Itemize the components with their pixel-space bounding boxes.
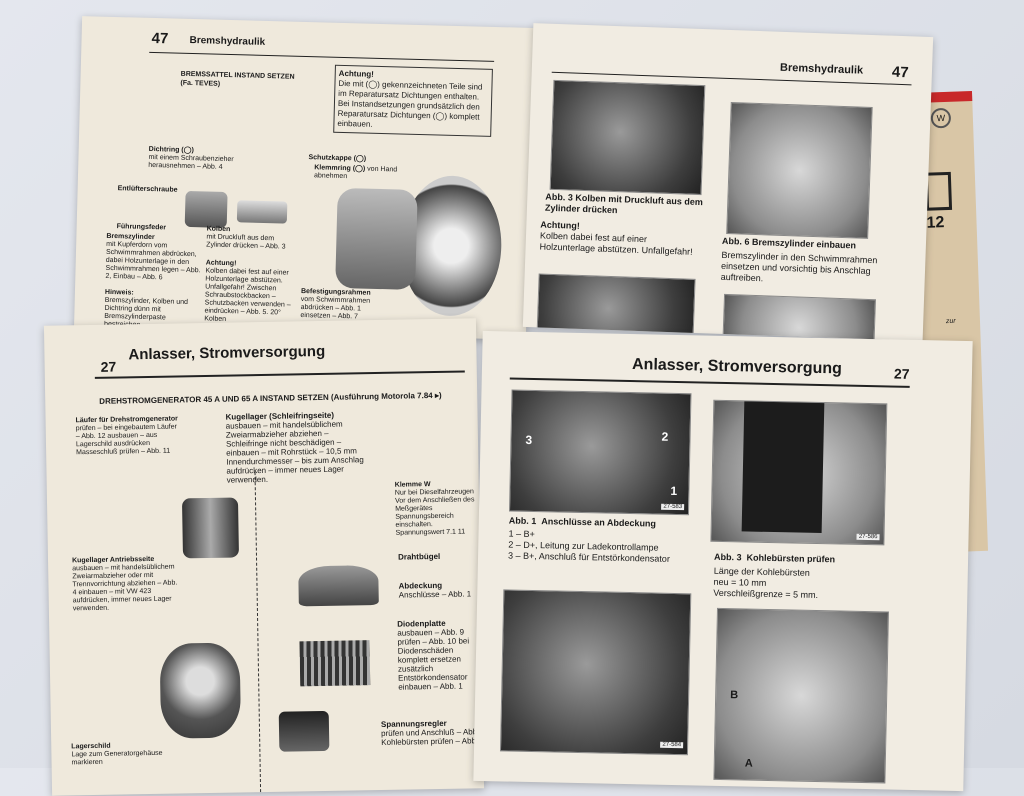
- callout-2: 2: [661, 429, 669, 444]
- warning-box: Achtung! Die mit (◯) gekennzeichneten Te…: [333, 64, 493, 137]
- figure-photo-bottom-left: [536, 273, 696, 341]
- section-title: Anlasser, Stromversorgung: [631, 356, 843, 378]
- callout-b: B: [730, 689, 739, 702]
- header-rule: [94, 370, 465, 379]
- label-schutzkappe: Schutzkappe (◯): [308, 154, 367, 163]
- cylinder-illustration: [184, 190, 228, 228]
- figure-caption-abb3: Abb. 3 Kohlebürsten prüfen: [713, 551, 836, 565]
- side-book-text: zur: [945, 317, 956, 326]
- spec-item-3: Verschleißgrenze = 5 mm.: [713, 587, 819, 600]
- label-entlufterschraube: Entlüfterschraube: [117, 185, 178, 194]
- diode-plate-illustration: [298, 565, 379, 607]
- page-number: 47: [151, 29, 169, 48]
- top-right-page: Bremshydraulik 47 Abb. 3 Kolben mit Druc…: [522, 23, 934, 341]
- center-axis-line: [254, 472, 262, 793]
- legend-item-1: 1 – B+: [508, 528, 535, 540]
- section-title: Bremshydraulik: [189, 34, 266, 48]
- figure-caption-abb1: Abb. 1 Anschlüsse an Abdeckung: [508, 515, 657, 529]
- label-fuhrungsfeder: Führungsfeder: [116, 223, 167, 232]
- rotor-illustration: [181, 497, 240, 559]
- figure-photo-abb3: 27-586: [710, 399, 888, 546]
- header-rule: [149, 51, 495, 62]
- callout-3: 3: [525, 432, 533, 447]
- subheading: (Fa. TEVES): [180, 79, 221, 88]
- figure-photo-lower-right: B A: [713, 607, 889, 784]
- label-drahtbugel: Drahtbügel: [397, 551, 441, 562]
- legend-item-3: 3 – B+, Anschluß für Entstörkondensator: [507, 550, 670, 564]
- label-dichtring: Dichtring (◯)mit einem Schraubenzieher h…: [148, 145, 234, 171]
- side-book-number: 12: [926, 214, 945, 232]
- figure-photo-bottom-right: [721, 293, 876, 341]
- vw-logo: W: [930, 107, 952, 129]
- section-title: Anlasser, Stromversorgung: [128, 342, 326, 364]
- brush-holder-illustration: [741, 401, 825, 534]
- figure-photo-abb3: [549, 79, 706, 196]
- label-achtung: Achtung!Kolben dabei fest auf einer Holz…: [204, 259, 291, 324]
- figure-caption-abb3: Abb. 3 Kolben mit Druckluft aus dem Zyli…: [544, 191, 704, 216]
- note-text: Kolben dabei fest auf einer Holzunterlag…: [539, 230, 693, 257]
- heatsink-illustration: [299, 640, 371, 687]
- bottom-left-page: 27 Anlasser, Stromversorgung DREHSTROMGE…: [43, 318, 485, 796]
- warning-text: Die mit (◯) gekennzeichneten Teile sind …: [337, 78, 483, 129]
- header-rule: [509, 377, 910, 388]
- piston-illustration: [236, 200, 288, 224]
- figure-code: 27-583: [661, 503, 685, 511]
- figure-photo-lower-left: 27-584: [499, 589, 692, 756]
- figure-photo-abb6: [726, 102, 873, 239]
- section-title: Bremshydraulik: [779, 61, 864, 77]
- label-klemmring: Klemmring (◯) von Hand abnehmen: [313, 164, 398, 181]
- figure-note-abb6: Bremszylinder in den Schwimmrahmen einse…: [720, 249, 878, 284]
- label-kugellager-schleifringseite: Kugellager (Schleifringseite)ausbauen – …: [225, 410, 364, 485]
- callout-1: 1: [670, 483, 678, 499]
- housing-illustration: [159, 642, 242, 739]
- side-book-box: [924, 171, 953, 211]
- page-number: 27: [100, 358, 117, 375]
- page-number: 47: [891, 63, 909, 82]
- bottom-right-page: Anlasser, Stromversorgung 27 3 2 1 27-58…: [473, 330, 973, 792]
- top-left-page: 47 Bremshydraulik BREMSSATTEL INSTAND SE…: [73, 16, 535, 340]
- caliper-illustration: [335, 187, 418, 290]
- page-number: 27: [893, 365, 910, 382]
- figure-code: 27-584: [660, 741, 684, 749]
- figure-photo-abb1: 3 2 1 27-583: [508, 389, 692, 516]
- heading: DREHSTROMGENERATOR 45 A UND 65 A INSTAND…: [99, 390, 442, 406]
- figure-code: 27-586: [856, 533, 880, 541]
- regulator-illustration: [278, 710, 330, 752]
